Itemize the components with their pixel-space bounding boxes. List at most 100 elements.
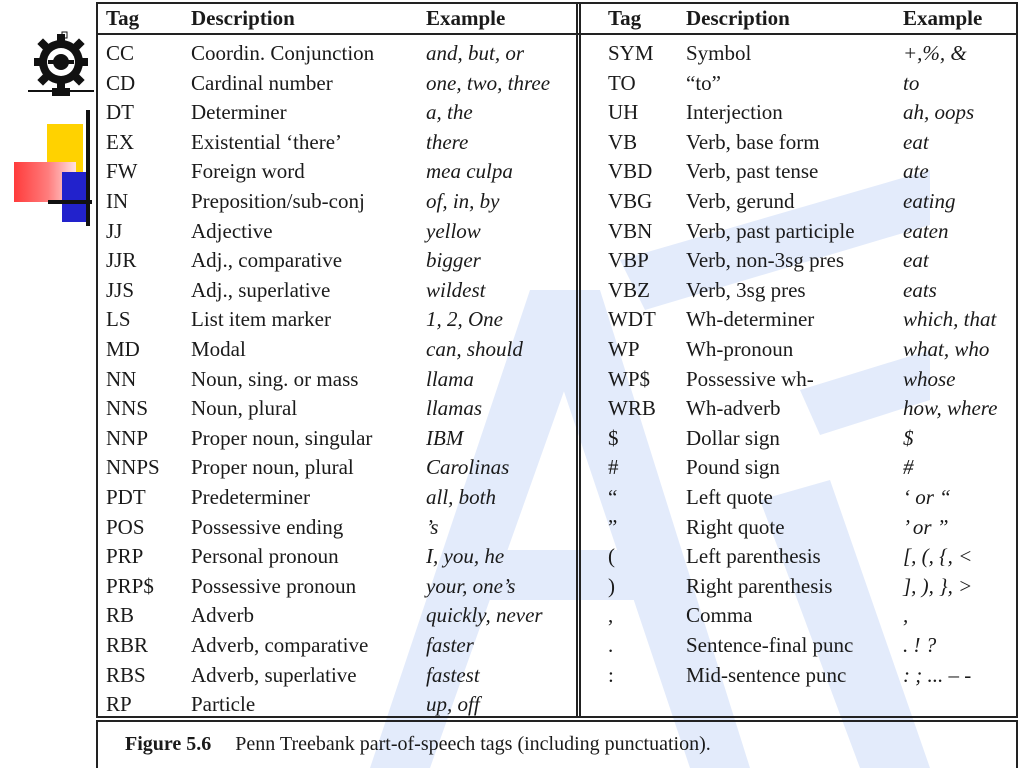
row-example: whose xyxy=(903,366,956,391)
row-description: Interjection xyxy=(686,100,783,125)
row-description: Predeterminer xyxy=(191,485,310,509)
row-tag: TO xyxy=(608,70,636,95)
row-tag: RP xyxy=(106,692,132,717)
row-tag: PRP$ xyxy=(106,573,154,598)
row-tag: NNS xyxy=(106,396,149,421)
row-description: Right parenthesis xyxy=(686,573,833,598)
row-description: Adjective xyxy=(191,218,273,243)
row-example: 1, 2, One xyxy=(426,307,503,332)
row-tag: FW xyxy=(106,159,138,184)
row-description: Possessive wh- xyxy=(686,366,814,391)
row-example: mea culpa xyxy=(426,159,513,184)
row-description: Existential ‘there’ xyxy=(191,129,343,154)
row-description: Preposition/sub-conj xyxy=(191,189,365,213)
row-tag: WRB xyxy=(608,396,656,421)
row-tag: WDT xyxy=(608,307,656,332)
row-example: eat xyxy=(903,248,929,273)
table-column-divider xyxy=(576,2,581,718)
row-example: [, (, {, < xyxy=(903,544,973,569)
row-example: ], ), }, > xyxy=(903,573,973,598)
row-tag: MD xyxy=(106,337,140,361)
row-example: there xyxy=(426,129,469,154)
row-description: Verb, base form xyxy=(686,129,820,154)
row-description: Verb, gerund xyxy=(686,189,795,213)
row-tag: SYM xyxy=(608,41,654,65)
row-description: Wh-adverb xyxy=(686,396,781,421)
row-example: # xyxy=(903,455,914,480)
row-description: Personal pronoun xyxy=(191,544,339,569)
row-tag: JJ xyxy=(106,218,123,243)
row-description: Determiner xyxy=(191,100,287,125)
right-header-description: Description xyxy=(686,6,790,30)
row-example: to xyxy=(903,70,920,95)
row-description: Verb, past participle xyxy=(686,218,855,243)
row-example: ate xyxy=(903,159,929,184)
row-example: llama xyxy=(426,366,474,391)
row-tag: VB xyxy=(608,129,638,154)
row-example: llamas xyxy=(426,396,483,421)
row-example: I, you, he xyxy=(426,544,505,569)
row-description: Modal xyxy=(191,337,246,361)
row-tag: PRP xyxy=(106,544,144,569)
caption-frame xyxy=(96,720,1018,768)
row-tag: JJS xyxy=(106,277,135,302)
row-tag: WP$ xyxy=(608,366,650,391)
row-tag: , xyxy=(608,603,614,628)
row-tag: NN xyxy=(106,366,137,391)
row-description: Possessive ending xyxy=(191,514,344,539)
row-description: Proper noun, singular xyxy=(191,425,373,450)
row-description: Foreign word xyxy=(191,159,305,184)
row-tag: VBG xyxy=(608,189,653,213)
row-example: ’s xyxy=(426,514,439,539)
row-tag: CD xyxy=(106,70,136,95)
row-example: how, where xyxy=(903,396,998,421)
row-description: List item marker xyxy=(191,307,331,332)
row-example: a, the xyxy=(426,100,473,125)
row-example: Carolinas xyxy=(426,455,510,480)
decorative-horizontal-line xyxy=(48,200,92,204)
row-description: Noun, sing. or mass xyxy=(191,366,359,391)
row-example: ’ or ” xyxy=(903,514,949,539)
row-description: Left quote xyxy=(686,485,773,509)
row-description: Wh-pronoun xyxy=(686,337,794,361)
row-example: ah, oops xyxy=(903,100,975,125)
decorative-blue-block xyxy=(62,172,88,222)
row-example: yellow xyxy=(426,218,481,243)
row-tag: ) xyxy=(608,573,615,598)
row-tag: VBP xyxy=(608,248,649,273)
row-example: what, who xyxy=(903,337,990,361)
row-example: eats xyxy=(903,277,937,302)
row-example: quickly, never xyxy=(426,603,543,628)
row-example: of, in, by xyxy=(426,189,500,213)
row-example: IBM xyxy=(426,425,464,450)
row-description: Wh-determiner xyxy=(686,307,815,332)
row-example: bigger xyxy=(426,248,481,273)
row-description: Verb, 3sg pres xyxy=(686,277,806,302)
row-example: can, should xyxy=(426,337,523,361)
row-tag: EX xyxy=(106,129,134,154)
row-description: Right quote xyxy=(686,514,785,539)
row-tag: CC xyxy=(106,41,135,65)
table-header-rule xyxy=(96,33,1018,35)
row-example: which, that xyxy=(903,307,997,332)
row-tag: # xyxy=(608,455,619,480)
row-description: Left parenthesis xyxy=(686,544,821,569)
row-tag: . xyxy=(608,633,614,657)
row-description: Verb, non-3sg pres xyxy=(686,248,845,273)
left-header-description: Description xyxy=(191,6,295,30)
row-example: $ xyxy=(903,425,914,450)
row-tag: RB xyxy=(106,603,135,628)
row-description: Verb, past tense xyxy=(686,159,819,184)
row-description: Cardinal number xyxy=(191,70,333,95)
row-tag: $ xyxy=(608,425,619,450)
row-description: Adverb, superlative xyxy=(191,662,357,687)
row-tag: ” xyxy=(608,514,618,539)
row-tag: PDT xyxy=(106,485,146,509)
pos-tag-table xyxy=(96,2,1018,718)
row-description: Sentence-final punc xyxy=(686,633,854,657)
row-example: : ; ... – - xyxy=(903,662,972,687)
right-header-example: Example xyxy=(903,6,983,30)
row-tag: RBR xyxy=(106,633,149,657)
row-tag: “ xyxy=(608,485,618,509)
row-description: Mid-sentence punc xyxy=(686,662,847,687)
